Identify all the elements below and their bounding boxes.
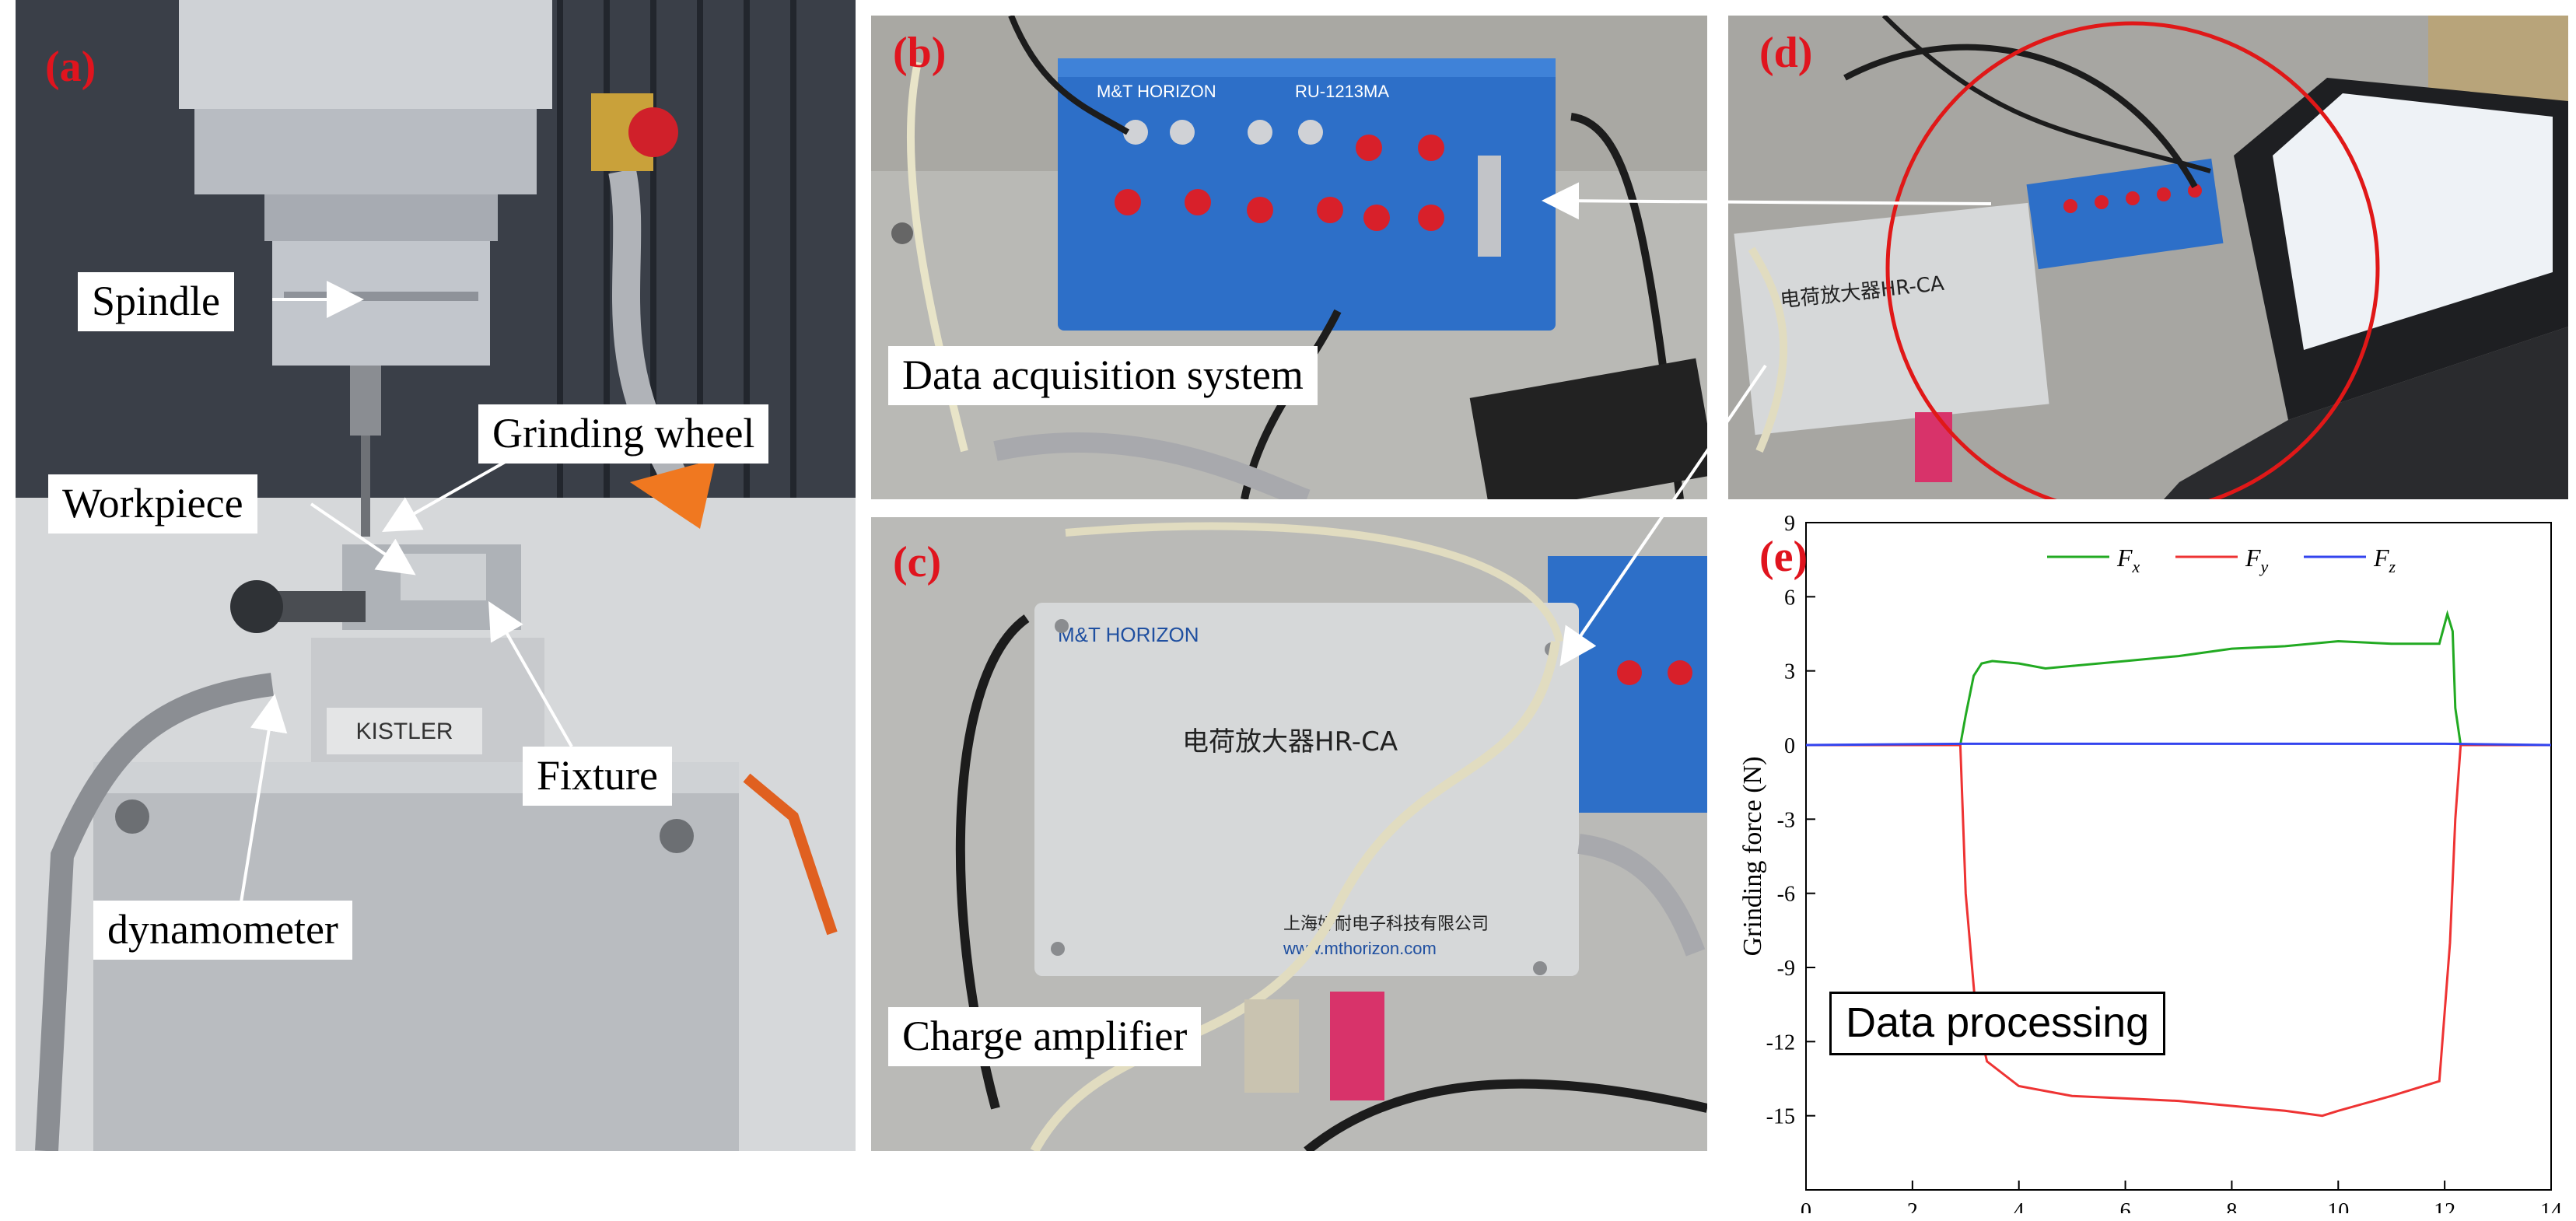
panel-b-photo: M&T HORIZON RU-1213MA (b) Data acquisiti… [871,16,1707,499]
spindle-label: Spindle [78,272,235,331]
panel-c-label: (c) [893,538,942,586]
y-tick-label: -3 [1777,808,1795,832]
c-device-text: 电荷放大器HR-CA [1182,726,1398,757]
legend-entry-fx: Fx [2116,544,2140,576]
panel-b-label: (b) [893,29,947,77]
c-company-text: 上海好耐电子科技有限公司 [1283,915,1489,934]
data-processing-label: Data processing [1829,992,2166,1055]
y-axis-label: Grinding force (N) [1738,757,1767,957]
x-tick-label: 0 [1801,1199,1811,1213]
grinding-wheel-label: Grinding wheel [478,404,769,464]
machine-tool-photo: KISTLER [16,0,856,1151]
b-model-text: RU-1213MA [1295,82,1389,101]
y-tick-label: -15 [1766,1105,1795,1129]
amplifier-box [1034,603,1579,976]
workpiece-shape [401,554,486,600]
spindle-body [272,241,490,366]
y-tick-label: -6 [1777,883,1795,907]
dynamometer-label: dynamometer [93,901,352,960]
y-tick-label: -12 [1766,1030,1795,1055]
legend-entry-fy: Fy [2245,544,2269,576]
x-tick-label: 14 [2540,1199,2562,1213]
legend-entry-fz: Fz [2373,544,2396,576]
setup-photo: 电荷放大器HR-CA [1728,16,2568,499]
panel-d-label: (d) [1759,29,1813,77]
y-tick-label: 9 [1784,513,1795,536]
laptop-screen [2273,93,2553,350]
x-tick-label: 8 [2226,1199,2237,1213]
panel-d-photo: 电荷放大器HR-CA (d) [1728,16,2568,499]
x-tick-label: 10 [2327,1199,2349,1213]
b-brand-text: M&T HORIZON [1097,82,1216,101]
panel-c-photo: M&T HORIZON 电荷放大器HR-CA 上海好耐电子科技有限公司 www.… [871,517,1707,1151]
x-tick-label: 2 [1907,1199,1918,1213]
data-acquisition-label: Data acquisition system [888,346,1318,405]
x-tick-label: 4 [2014,1199,2025,1213]
y-tick-label: 3 [1784,660,1795,684]
plot-frame [1805,522,2552,1191]
x-tick-label: 6 [2120,1199,2131,1213]
panel-a-photo: KISTLER (a) [16,0,856,1151]
series-line-fz [1805,742,2552,747]
y-tick-label: 0 [1784,734,1795,758]
c-brand-text: M&T HORIZON [1058,623,1199,646]
acquisition-box-photo: M&T HORIZON RU-1213MA [871,16,1707,499]
fixture-label: Fixture [523,747,672,806]
y-tick-label: -9 [1777,957,1795,981]
x-tick-label: 12 [2434,1199,2455,1213]
panel-e-label: (e) [1759,533,1808,581]
y-tick-label: 6 [1784,586,1795,610]
series-line-fy [1806,743,2551,1118]
panel-a-label: (a) [45,43,96,91]
kistler-brand-text: KISTLER [355,719,453,744]
workpiece-label: Workpiece [48,474,257,534]
series-line-fx [1806,610,2551,747]
charge-amplifier-label: Charge amplifier [888,1007,1202,1066]
highlight-circle [1885,21,2380,499]
